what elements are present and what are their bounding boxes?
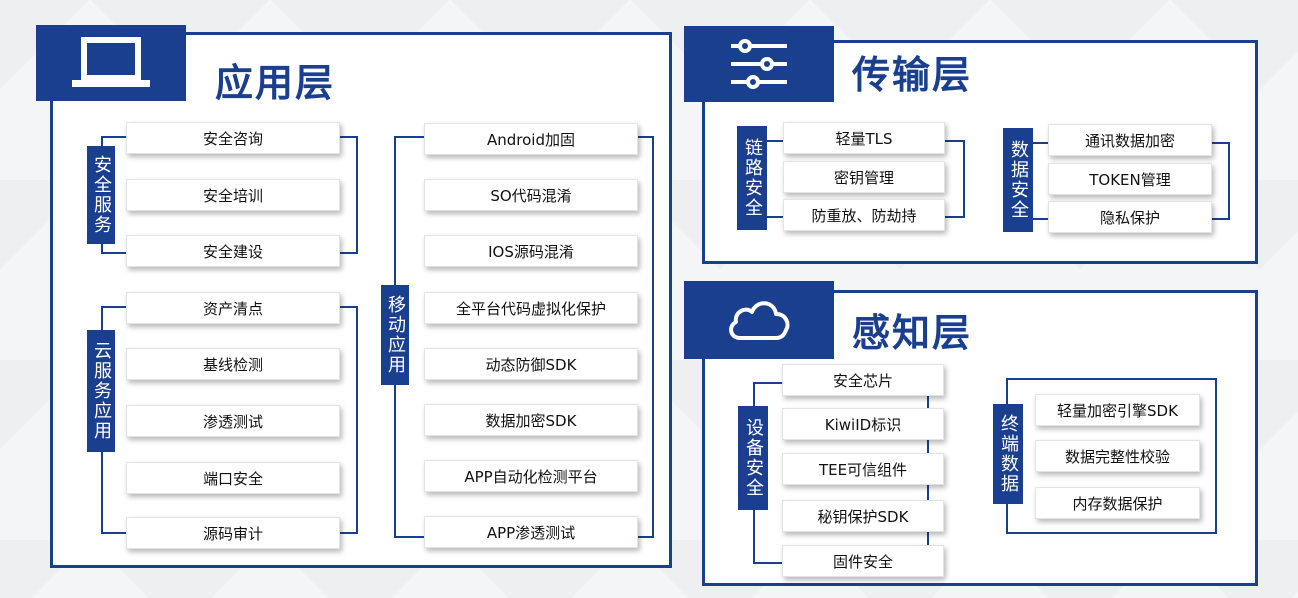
list-item: 安全咨询 xyxy=(126,122,340,154)
list-item: 安全建设 xyxy=(126,235,340,267)
list-item: 安全芯片 xyxy=(782,364,944,396)
group-label-security-service: 安全服务 xyxy=(87,146,115,244)
list-item: TOKEN管理 xyxy=(1048,163,1212,195)
list-item: 通讯数据加密 xyxy=(1048,124,1212,156)
list-item: 全平台代码虚拟化保护 xyxy=(424,292,638,324)
list-item: 基线检测 xyxy=(126,348,340,380)
list-item: 安全培训 xyxy=(126,179,340,211)
list-item: KiwiID标识 xyxy=(782,408,944,440)
list-item: SO代码混淆 xyxy=(424,179,638,211)
list-item: 轻量加密引擎SDK xyxy=(1035,394,1200,426)
perception-layer-header xyxy=(684,281,834,359)
list-item: 轻量TLS xyxy=(783,122,945,154)
list-item: 资产清点 xyxy=(126,292,340,324)
group-label-link-security: 链路安全 xyxy=(737,126,767,230)
list-item: 密钥管理 xyxy=(783,161,945,193)
group-label-mobile-app: 移动应用 xyxy=(381,285,409,385)
list-item: Android加固 xyxy=(424,123,638,155)
list-item: 渗透测试 xyxy=(126,405,340,437)
application-layer-header xyxy=(36,25,186,101)
list-item: IOS源码混淆 xyxy=(424,235,638,267)
list-item: 数据加密SDK xyxy=(424,404,638,436)
cloud-icon xyxy=(729,301,790,340)
laptop-icon xyxy=(72,37,150,87)
list-item: APP自动化检测平台 xyxy=(424,460,638,492)
transport-layer-header xyxy=(684,26,834,102)
list-item: 固件安全 xyxy=(782,545,944,577)
transport-layer-title: 传输层 xyxy=(852,53,973,97)
group-label-data-security: 数据安全 xyxy=(1003,128,1033,232)
list-item: 动态防御SDK xyxy=(424,348,638,380)
list-item: 内存数据保护 xyxy=(1035,487,1200,519)
perception-layer-title: 感知层 xyxy=(852,311,973,355)
application-layer-title: 应用层 xyxy=(215,61,336,105)
list-item: 数据完整性校验 xyxy=(1035,440,1200,472)
list-item: TEE可信组件 xyxy=(782,453,944,485)
list-item: 秘钥保护SDK xyxy=(782,500,944,532)
sliders-icon xyxy=(731,39,787,89)
list-item: 防重放、防劫持 xyxy=(783,199,945,231)
group-label-device-security: 设备安全 xyxy=(738,406,768,510)
list-item: APP渗透测试 xyxy=(424,516,638,548)
list-item: 源码审计 xyxy=(126,517,340,549)
list-item: 隐私保护 xyxy=(1048,201,1212,233)
group-label-cloud-service: 云服务应用 xyxy=(87,330,115,452)
list-item: 端口安全 xyxy=(126,462,340,494)
group-label-terminal-data: 终端数据 xyxy=(993,404,1023,504)
